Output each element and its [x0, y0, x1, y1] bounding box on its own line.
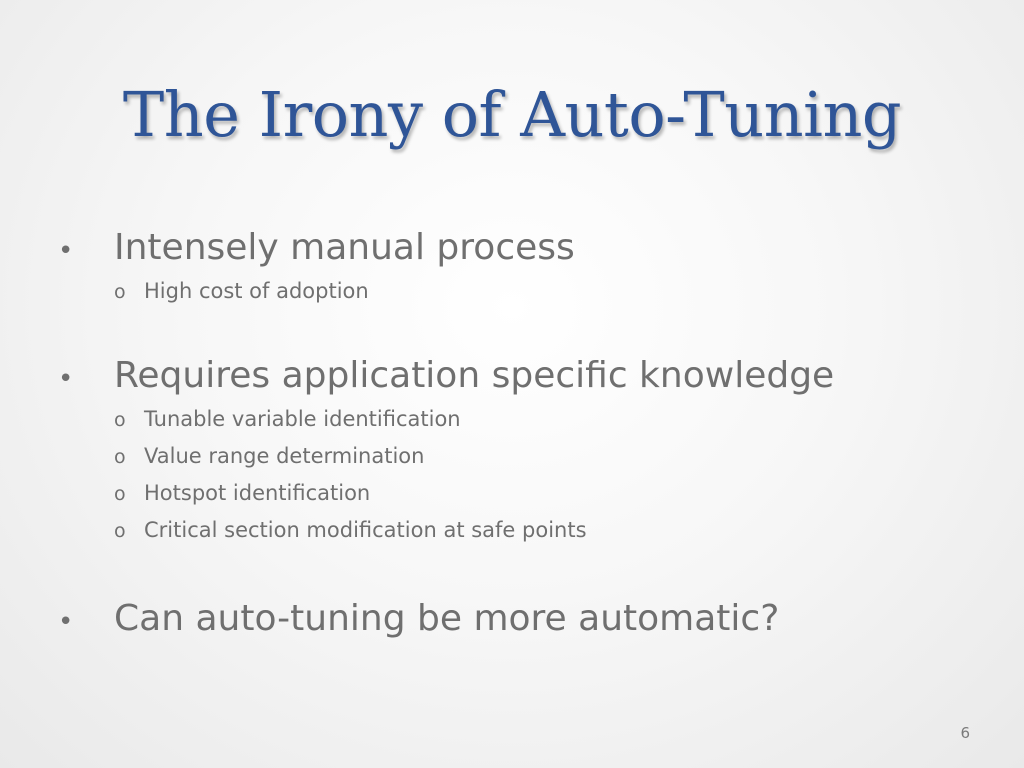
sub-bullet-list: o High cost of adoption	[58, 279, 988, 304]
slide-content: • Intensely manual process o High cost o…	[58, 228, 988, 642]
sub-bullet-item: o High cost of adoption	[114, 279, 988, 304]
sub-bullet-list: o Tunable variable identification o Valu…	[58, 407, 988, 543]
slide-title: The Irony of Auto-Tuning	[122, 78, 902, 151]
sub-bullet-marker: o	[114, 483, 126, 505]
sub-bullet-text: Tunable variable identification	[144, 407, 461, 431]
sub-bullet-item: o Tunable variable identification	[114, 407, 988, 432]
sub-bullet-text: Hotspot identification	[144, 481, 371, 505]
bullet-marker: •	[58, 364, 74, 394]
page-number: 6	[960, 724, 970, 742]
sub-bullet-text: Critical section modification at safe po…	[144, 518, 587, 542]
sub-bullet-item: o Value range determination	[114, 444, 988, 469]
bullet-marker: •	[58, 607, 74, 637]
sub-bullet-text: Value range determination	[144, 444, 425, 468]
bullet-text: Intensely manual process	[114, 227, 575, 268]
sub-bullet-text: High cost of adoption	[144, 279, 369, 303]
sub-bullet-item: o Hotspot identification	[114, 481, 988, 506]
bullet-text: Requires application specific knowledge	[114, 355, 835, 396]
sub-bullet-marker: o	[114, 409, 126, 431]
sub-bullet-item: o Critical section modification at safe …	[114, 518, 988, 543]
bullet-item: • Intensely manual process	[58, 228, 988, 271]
sub-bullet-marker: o	[114, 281, 126, 303]
bullet-item: • Can auto-tuning be more automatic?	[58, 599, 988, 642]
sub-bullet-marker: o	[114, 446, 126, 468]
sub-bullet-marker: o	[114, 520, 126, 542]
bullet-item: • Requires application specific knowledg…	[58, 356, 988, 399]
bullet-text: Can auto-tuning be more automatic?	[114, 598, 780, 639]
bullet-marker: •	[58, 236, 74, 266]
